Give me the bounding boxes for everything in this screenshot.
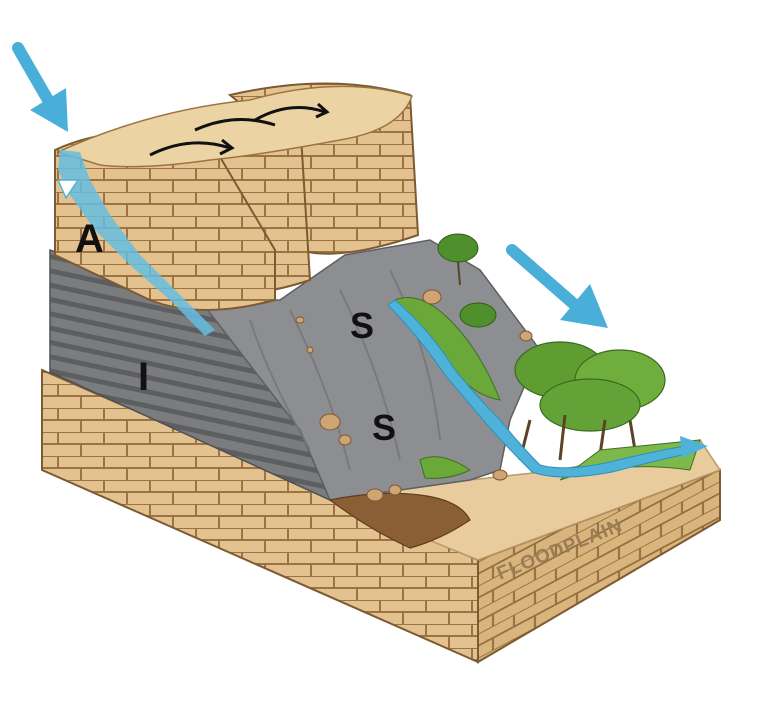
label-a: A: [75, 217, 104, 261]
cap-top: [55, 85, 413, 168]
boulders: [295, 289, 533, 502]
label-i: I: [138, 355, 149, 399]
seepage-water: [58, 150, 215, 336]
stream-outflow-arrow: [680, 436, 708, 458]
slope-streaks: [249, 269, 441, 471]
inflow-arrow: [12, 42, 68, 132]
label-s-lower: S: [372, 407, 396, 448]
label-s-upper: S: [350, 305, 374, 346]
shear-arrows: [149, 102, 330, 157]
surface-flow-arrow: [506, 244, 608, 328]
sandstone-cap: [54, 82, 420, 311]
spring-triangle-icon: [56, 179, 80, 200]
